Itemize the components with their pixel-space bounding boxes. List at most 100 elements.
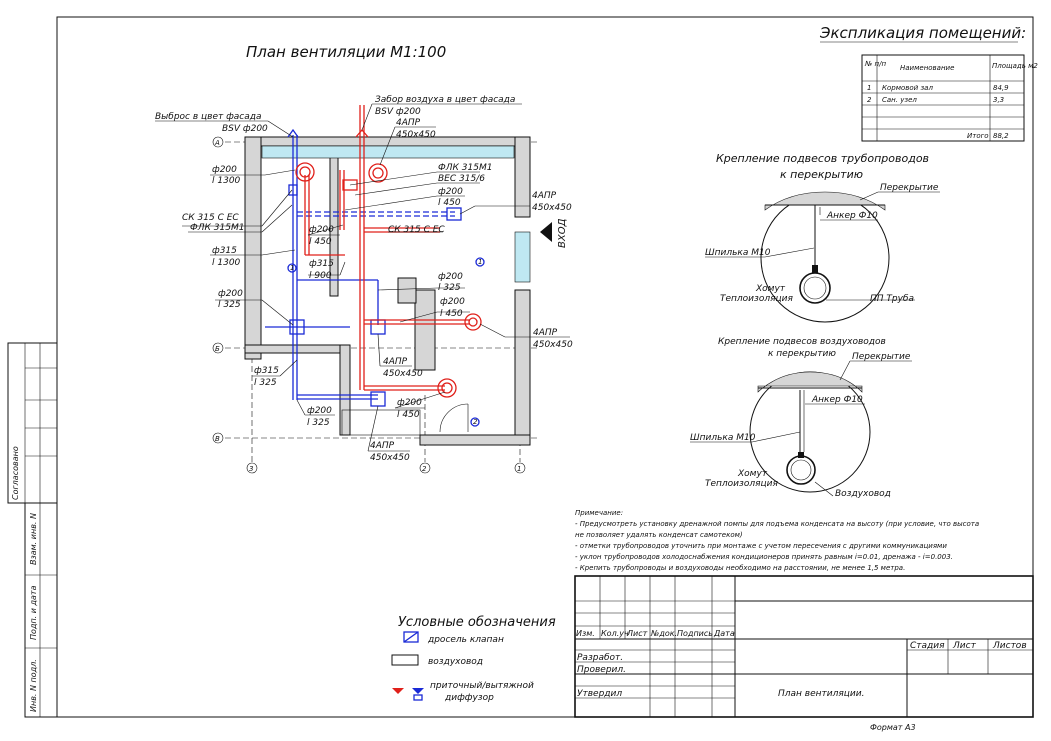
label-apr3-size: 450х450 [533,340,573,350]
stamp-razrab: Разработ. [577,653,623,663]
stamp-stadia: Стадия [910,641,945,651]
explication-table: Экспликация помещений: № п/п Наименовани… [819,24,1038,142]
label-d200b: ф200 [438,187,463,197]
entrance-label: ВХОД [557,218,568,248]
label-apr1-size: 450х450 [396,130,436,140]
axis-v-marker [212,432,224,444]
partition-wc [339,344,351,436]
duct-perekrytie: Перекрытие [852,352,911,362]
axis-a-marker [212,136,224,148]
exp-row1-name: Кормовой зал [882,84,933,92]
note-line-4: - уклон трубопроводов холодоснабжения ко… [575,553,953,561]
stamp-proveril: Проверил. [577,665,626,675]
label-d315a: ф315 [212,246,237,256]
stamp-list-header: Лист [952,641,977,651]
exp-header-name: Наименование [900,64,954,72]
label-apr5: 4АПР [370,441,395,451]
legend-duct-icon [391,654,419,666]
pipe-detail-subtitle: к перекрытию [780,168,863,181]
axis-2-marker [419,462,431,474]
entrance-glass [514,231,531,283]
duct-detail-subtitle: к перекрытию [768,349,836,359]
label-flk1: ФЛК 315М1 [438,163,492,173]
label-d200e: ф200 [218,289,243,299]
legend-damper-icon [403,631,419,643]
window-strip [261,145,515,159]
west-wall [244,136,262,360]
axis-b-marker [212,342,224,354]
exp-row2-name: Сан. узел [882,96,917,104]
label-l325d: l 325 [307,418,330,428]
duct-teplo: Теплоизоляция [705,479,778,489]
axis-v-label: В [215,435,220,443]
label-d200d: ф200 [438,272,463,282]
pipe-teplo: Теплоизоляция [720,294,793,304]
label-d200h: ф200 [397,398,422,408]
axis-3-marker [246,462,258,474]
room-1-marker-2: 1 [478,258,482,266]
stamp-podpis: Подпись [677,629,713,638]
legend-diffuser-1: приточный/вытяжной [430,681,534,691]
side-podp: Подп. и дата [29,585,38,640]
title-block: Изм. Кол.уч Лист №док. Подпись Дата Разр… [574,575,1034,732]
explication-title: Экспликация помещений: [819,24,1026,42]
duct-vozduhovod: Воздуховод [835,489,891,499]
axis-b-label: Б [215,345,220,353]
damper-1 [288,184,298,196]
label-ck1: СК 315 С ЕС [182,213,239,223]
label-zabor: Забор воздуха в цвет фасада [375,95,515,105]
stamp-koluch: Кол.уч [601,629,629,638]
stamp-data: Дата [713,629,735,638]
sheet-frame [56,16,1034,718]
diffuser-2 [289,319,305,335]
legend: Условные обозначения дросель клапан возд… [391,615,556,703]
axis-a-label: А [214,139,220,147]
axis-3-label: 3 [249,465,253,473]
label-l1300b: l 1300 [212,258,241,268]
duct-hanger-detail: Крепление подвесов воздуховодов к перекр… [690,337,912,499]
pipe-homut: Хомут [755,284,786,294]
supply-diffuser-3 [464,313,482,331]
axis-2-label: 2 [422,465,427,473]
label-d200g: ф200 [307,406,332,416]
supply-diffuser-1 [368,163,388,183]
exp-header-num: № п/п [864,60,886,68]
south-wall-west [244,344,346,354]
axis-1-label: 1 [517,465,521,473]
label-apr5-size: 450х450 [370,453,410,463]
north-wall [244,136,531,147]
label-apr2: 4АПР [532,191,557,201]
supply-diffuser-2 [295,162,315,182]
exp-total-value: 88,2 [993,132,1009,140]
pipe-perekrytie: Перекрытие [880,183,939,193]
label-l325c: l 325 [254,378,277,388]
stamp-list: Лист [626,629,648,638]
legend-title: Условные обозначения [398,615,556,630]
duct-detail-title: Крепление подвесов воздуховодов [718,337,886,347]
label-vybros: Выброс в цвет фасада [155,112,262,122]
exp-row2-area: 3,3 [993,96,1004,104]
label-l450b: l 450 [309,237,332,247]
supply-damper [342,179,358,191]
label-l450d: l 450 [397,410,420,420]
label-flk2: ФЛК 315М1 [190,223,244,233]
legend-duct: воздуховод [428,657,483,667]
side-vzam: Взам. инв. N [29,513,38,565]
legend-diffuser-2: диффузор [444,693,494,703]
east-wall-upper [514,136,531,218]
label-apr2-size: 450х450 [532,203,572,213]
label-apr1: 4АПР [396,118,421,128]
label-apr4-size: 450х450 [383,369,423,379]
pipe-hanger-detail: Крепление подвесов трубопроводов к перек… [705,152,940,323]
floor-plan: А Б В 3 2 1 [155,95,573,474]
legend-exhaust-icon [412,688,424,694]
side-inv: Инв. N подл. [29,659,38,712]
label-l325b: l 325 [218,300,241,310]
duct-shpilka: Шпилька М10 [690,433,756,443]
label-d200a: ф200 [212,165,237,175]
label-l450a: l 450 [438,198,461,208]
label-apr3: 4АПР [533,328,558,338]
door-arc [439,403,469,433]
exp-row2-num: 2 [867,96,872,104]
